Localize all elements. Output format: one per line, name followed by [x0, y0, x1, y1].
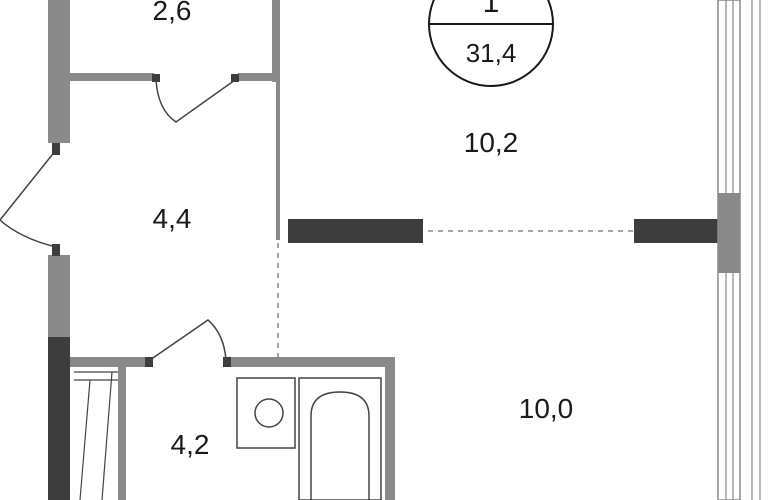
wall-stub	[52, 143, 60, 155]
wall-storage-bottom-left	[70, 73, 154, 81]
wall-stub	[52, 244, 60, 256]
wall-stub	[223, 357, 231, 367]
hallway-area-label: 4,4	[153, 203, 192, 234]
bathtub-inner	[310, 391, 370, 500]
washing-machine-drum	[254, 398, 284, 428]
wall-stub	[145, 357, 153, 367]
storage-area-label: 2,6	[153, 0, 192, 26]
wall-left-middle	[48, 255, 70, 337]
kitchen-area-label: 10,0	[519, 393, 574, 424]
living-room-area-label: 10,2	[464, 127, 519, 158]
wall-storage-bottom-right	[238, 73, 280, 81]
room-count: 1	[483, 0, 500, 19]
total-area: 31,4	[466, 38, 517, 68]
wall-stub	[231, 74, 239, 82]
bathtub	[298, 377, 382, 500]
wardrobe-line	[79, 379, 91, 500]
wall-left-upper	[48, 0, 70, 143]
bathroom-door-swing	[149, 319, 227, 361]
wardrobe-line	[101, 371, 113, 500]
wardrobe-wall	[118, 367, 126, 500]
partition-wall-left	[288, 219, 423, 243]
column	[718, 193, 740, 273]
wall-hallway-right	[276, 0, 280, 240]
entrance-door-swing	[0, 149, 57, 248]
bathroom-area-label: 4,2	[171, 429, 210, 460]
storage-door-swing	[155, 79, 236, 123]
wall-left-lower	[48, 337, 70, 500]
wall-bathroom-top-left	[70, 357, 148, 367]
wall-bathroom-top-right	[230, 357, 395, 367]
wall-bathroom-right	[385, 357, 395, 500]
wall-stub	[152, 74, 160, 82]
washing-machine	[236, 377, 296, 449]
